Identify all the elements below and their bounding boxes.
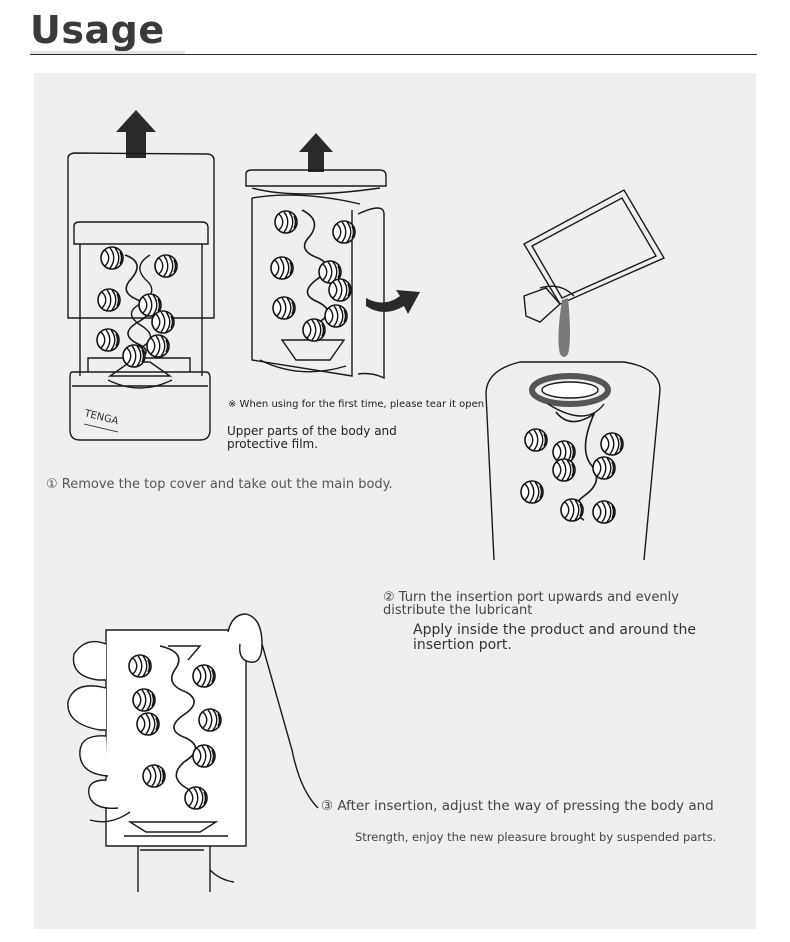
step3-detail: Strength, enjoy the new pleasure brought… bbox=[355, 830, 717, 844]
upper-parts-label: Upper parts of the body and protective f… bbox=[227, 424, 397, 451]
title-underline bbox=[30, 54, 757, 55]
illustration-film bbox=[245, 133, 420, 380]
up-arrow-icon bbox=[116, 110, 156, 158]
title-shadow bbox=[30, 51, 185, 54]
step2-detail: Apply inside the product and around the … bbox=[413, 622, 697, 653]
step3-text: ③ After insertion, adjust the way of pre… bbox=[321, 798, 714, 814]
step2-text: ② Turn the insertion port upwards and ev… bbox=[383, 590, 679, 618]
illustration-step1: TENGA bbox=[67, 110, 215, 441]
curved-arrow-icon bbox=[366, 290, 420, 314]
first-use-note: ※ When using for the first time, please … bbox=[228, 399, 485, 410]
page-title: Usage bbox=[30, 8, 165, 52]
up-arrow-icon bbox=[299, 133, 333, 172]
brand-logo: TENGA bbox=[82, 408, 119, 427]
step1-text: ① Remove the top cover and take out the … bbox=[46, 477, 393, 492]
illustration-hand bbox=[67, 613, 319, 892]
illustration-lubricant bbox=[485, 189, 666, 561]
